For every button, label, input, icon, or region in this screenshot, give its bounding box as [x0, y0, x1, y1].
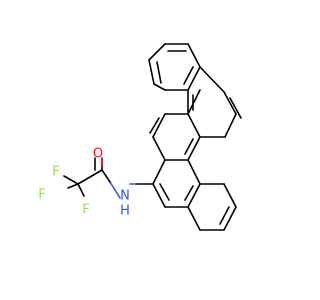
- bottom-benzene-ring: [152, 159, 237, 231]
- molecule-canvas: O N H F F F: [38, 43, 242, 231]
- nitrogen-label: N: [120, 189, 130, 204]
- hydrogen-label: H: [120, 204, 130, 219]
- atom-labels: O N H F F F: [38, 147, 130, 219]
- fluorine-label-3: F: [82, 203, 89, 218]
- middle-ring: [187, 66, 242, 138]
- top-benzene-ring: [148, 43, 201, 91]
- fluorine-label-1: F: [52, 165, 59, 180]
- fluorine-label-2: F: [38, 188, 45, 203]
- structure-diagram: O N H F F F: [38, 43, 242, 231]
- oxygen-label: O: [93, 147, 103, 162]
- amine-ring: [149, 113, 201, 161]
- amide-side-chain: [63, 157, 154, 199]
